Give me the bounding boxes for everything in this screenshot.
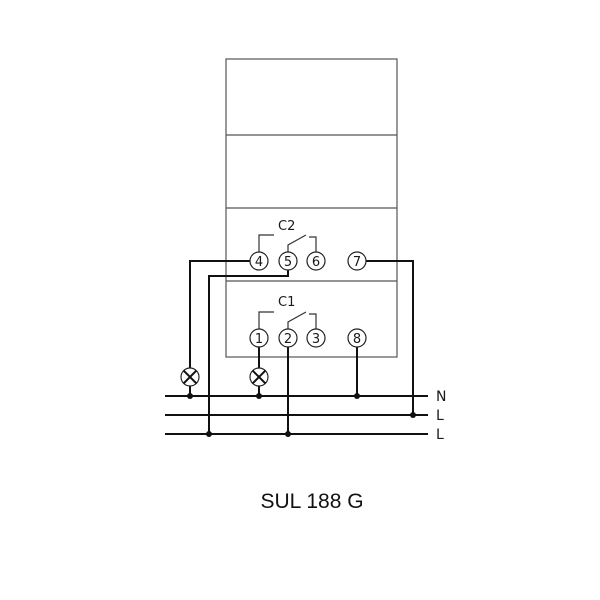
terminal: 1 [249, 328, 269, 348]
terminal: 6 [306, 251, 326, 271]
terminal: 4 [249, 251, 269, 271]
svg-text:1: 1 [255, 332, 263, 347]
svg-text:2: 2 [284, 332, 292, 347]
svg-text:8: 8 [353, 332, 361, 347]
wires [189, 260, 414, 434]
diagram-caption: SUL 188 G [260, 490, 363, 513]
terminal: 2 [278, 328, 298, 348]
svg-text:7: 7 [353, 255, 361, 270]
rail-label-n: N [436, 389, 446, 405]
svg-text:6: 6 [312, 255, 320, 270]
junction-dots [187, 393, 416, 437]
svg-text:5: 5 [284, 255, 292, 270]
terminal: 8 [347, 328, 367, 348]
contact-label-c2: C2 [278, 219, 295, 234]
lamp-icon [249, 367, 269, 387]
contact-c2-symbol: C2 [258, 219, 317, 252]
svg-text:3: 3 [312, 332, 320, 347]
terminal: 7 [347, 251, 367, 271]
lamp-icon [180, 367, 200, 387]
rail-label-l2: L [436, 427, 444, 443]
device-housing [225, 58, 398, 358]
terminal: 5 [278, 251, 298, 271]
rail-label-l1: L [436, 408, 444, 424]
contact-label-c1: C1 [278, 295, 295, 310]
svg-text:4: 4 [255, 255, 263, 270]
terminal: 3 [306, 328, 326, 348]
contact-c1-symbol: C1 [258, 295, 317, 329]
